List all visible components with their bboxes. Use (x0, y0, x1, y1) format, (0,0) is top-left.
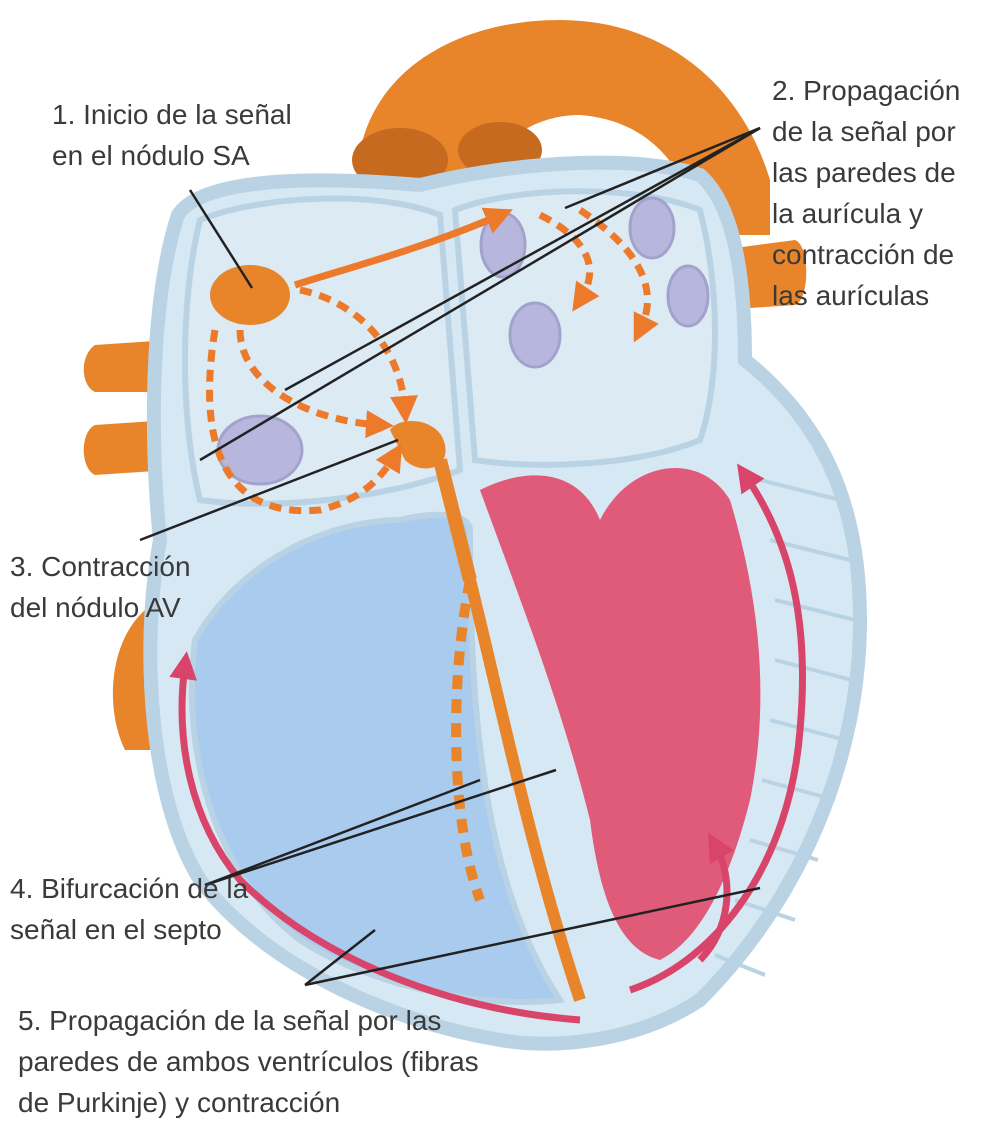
valve (630, 198, 674, 258)
label-step1-sa-node: 1. Inicio de la señal en el nódulo SA (52, 94, 292, 176)
valve (668, 266, 708, 326)
sa-node (210, 265, 290, 325)
valve (510, 303, 560, 367)
label-step5-purkinje: 5. Propagación de la señal por las pared… (18, 1000, 479, 1123)
label-step4-septum: 4. Bifurcación de la señal en el septo (10, 868, 248, 950)
label-step3-av-node: 3. Contracción del nódulo AV (10, 546, 191, 628)
label-step2-atrial-propagation: 2. Propagación de la señal por las pared… (772, 70, 960, 316)
